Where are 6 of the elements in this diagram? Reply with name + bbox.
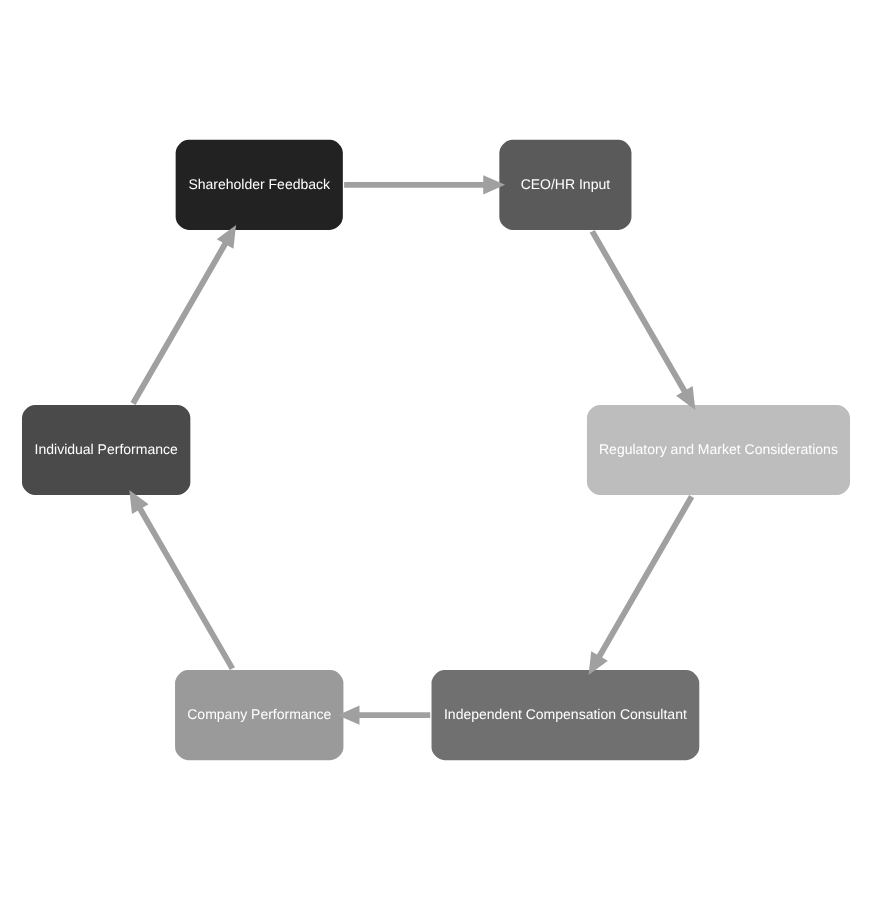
arrow <box>129 490 235 671</box>
arrow <box>344 175 506 195</box>
arrow <box>589 229 696 410</box>
arrow <box>337 705 431 725</box>
arrow <box>588 495 695 676</box>
arrow <box>130 224 237 405</box>
